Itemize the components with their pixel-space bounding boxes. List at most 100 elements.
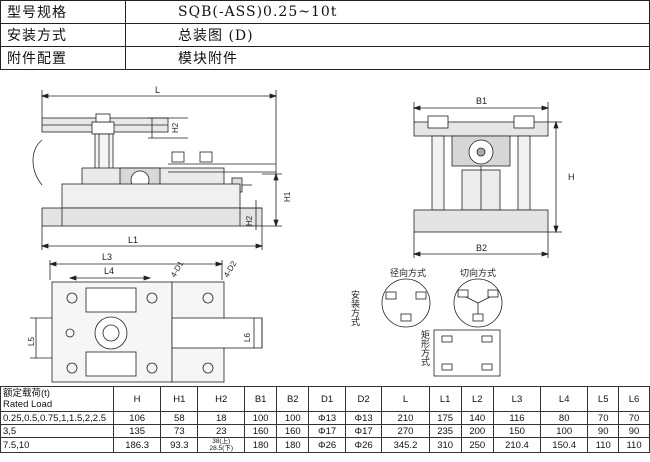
spec-cell: 23 <box>197 424 246 438</box>
col-header: D1 <box>308 386 346 412</box>
col-header: B1 <box>244 386 278 412</box>
info-value: 模块附件 <box>125 46 650 70</box>
spec-cell: 70 <box>618 411 650 425</box>
spec-cell: 186.3 <box>112 437 162 453</box>
spec-cell: Φ26 <box>344 437 383 453</box>
dim-H2-bottom: H2 <box>245 215 254 226</box>
info-row: 安装方式 总装图 (D) <box>0 23 650 47</box>
spec-cell: Φ13 <box>344 411 383 425</box>
plan-view: L3 L4 4-D1 4-D2 L5 L6 <box>27 252 263 383</box>
info-label: 附件配置 <box>0 46 126 70</box>
spec-cell: 116 <box>492 411 542 425</box>
dim-L4: L4 <box>104 266 114 276</box>
dim-L: L <box>155 85 160 95</box>
info-value: 总装图 (D) <box>125 23 650 47</box>
spec-cell: Φ26 <box>308 437 346 453</box>
install-methods: 安装方式 径向方式 切向方式 矩形方式 <box>349 267 503 377</box>
dim-H: H <box>568 172 575 182</box>
spec-header-row: 额定载荷(t) Rated Load H H1 H2 B1 B2 D1 D2 L… <box>0 386 650 412</box>
spec-cell: 150 <box>492 424 542 438</box>
spec-cell: 200 <box>460 424 494 438</box>
spec-cell: 73 <box>160 424 199 438</box>
spec-row: 3,5 135 73 23 160 160 Φ17 Φ17 270 235 20… <box>0 424 650 438</box>
spec-cell: 250 <box>460 437 494 453</box>
spec-cell: 210 <box>381 411 430 425</box>
col-header: L3 <box>492 386 542 412</box>
spec-cell: 140 <box>460 411 494 425</box>
spec-cell: 100 <box>244 411 278 425</box>
dim-L1: L1 <box>128 235 138 245</box>
spec-cell: 18 <box>197 411 246 425</box>
spec-row: 0.25,0.5,0.75,1,1.5,2,2.5 106 58 18 100 … <box>0 411 650 425</box>
spec-cell: 100 <box>540 424 589 438</box>
info-value: SQB(-ASS)0.25~10t <box>125 0 650 24</box>
load-cell: 3,5 <box>0 424 114 438</box>
spec-cell: 70 <box>587 411 620 425</box>
spec-cell: Φ17 <box>308 424 346 438</box>
info-row: 附件配置 模块附件 <box>0 46 650 70</box>
spec-cell: 310 <box>428 437 462 453</box>
col-header: B2 <box>276 386 310 412</box>
dim-H1: H1 <box>283 191 292 202</box>
spec-cell: 135 <box>112 424 162 438</box>
spec-cell: 345.2 <box>381 437 430 453</box>
load-header: 额定载荷(t) Rated Load <box>0 386 114 412</box>
side-view: B1 H B2 <box>412 96 575 258</box>
spec-cell: 80 <box>540 411 589 425</box>
spec-cell-h2-split: 38(上) 28.5(下) <box>197 437 246 453</box>
dim-D1: 4-D1 <box>169 259 186 279</box>
spec-row: 7.5,10 186.3 93.3 38(上) 28.5(下) 180 180 … <box>0 437 650 453</box>
dim-B1: B1 <box>476 96 487 106</box>
h2-upper: 38(上) <box>212 438 231 445</box>
spec-table: 额定载荷(t) Rated Load H H1 H2 B1 B2 D1 D2 L… <box>0 386 650 453</box>
dim-L3: L3 <box>102 252 112 262</box>
info-row: 型号规格 SQB(-ASS)0.25~10t <box>0 0 650 24</box>
spec-cell: Φ13 <box>308 411 346 425</box>
load-cell: 0.25,0.5,0.75,1,1.5,2,2.5 <box>0 411 114 425</box>
spec-cell: Φ17 <box>344 424 383 438</box>
radial-label: 径向方式 <box>390 267 426 279</box>
info-table: 型号规格 SQB(-ASS)0.25~10t 安装方式 总装图 (D) 附件配置… <box>0 0 650 70</box>
technical-drawing: L H2 <box>27 85 575 383</box>
col-header: L6 <box>618 386 650 412</box>
spec-cell: 100 <box>276 411 310 425</box>
col-header: L <box>381 386 430 412</box>
info-label: 型号规格 <box>0 0 126 24</box>
spec-cell: 90 <box>587 424 620 438</box>
install-title: 安装方式 <box>349 289 360 326</box>
spec-cell: 150.4 <box>540 437 589 453</box>
spec-cell: 175 <box>428 411 462 425</box>
front-view: L H2 <box>32 85 292 250</box>
col-header: H2 <box>197 386 246 412</box>
col-header: L2 <box>460 386 494 412</box>
load-header-cn: 额定载荷(t) <box>3 388 50 399</box>
col-header: H <box>112 386 162 412</box>
spec-cell: 160 <box>276 424 310 438</box>
spec-cell: 58 <box>160 411 199 425</box>
spec-cell: 106 <box>112 411 162 425</box>
dim-H2-top: H2 <box>171 122 180 133</box>
dim-L5: L5 <box>27 337 36 346</box>
col-header: L5 <box>587 386 620 412</box>
col-header: D2 <box>344 386 383 412</box>
spec-cell: 210.4 <box>492 437 542 453</box>
dim-L6: L6 <box>243 333 252 342</box>
spec-cell: 90 <box>618 424 650 438</box>
load-cell: 7.5,10 <box>0 437 114 453</box>
col-header: L1 <box>428 386 462 412</box>
col-header: H1 <box>160 386 199 412</box>
spec-cell: 160 <box>244 424 278 438</box>
load-header-en: Rated Load <box>3 399 53 410</box>
h2-lower: 28.5(下) <box>209 445 233 452</box>
col-header: L4 <box>540 386 589 412</box>
spec-cell: 235 <box>428 424 462 438</box>
dim-D2: 4-D2 <box>222 259 239 279</box>
spec-cell: 180 <box>276 437 310 453</box>
tangential-label: 切向方式 <box>460 267 496 279</box>
spec-cell: 110 <box>587 437 620 453</box>
spec-cell: 110 <box>618 437 650 453</box>
spec-cell: 270 <box>381 424 430 438</box>
spec-cell: 93.3 <box>160 437 199 453</box>
rect-label: 矩形方式 <box>419 329 430 366</box>
spec-cell: 180 <box>244 437 278 453</box>
